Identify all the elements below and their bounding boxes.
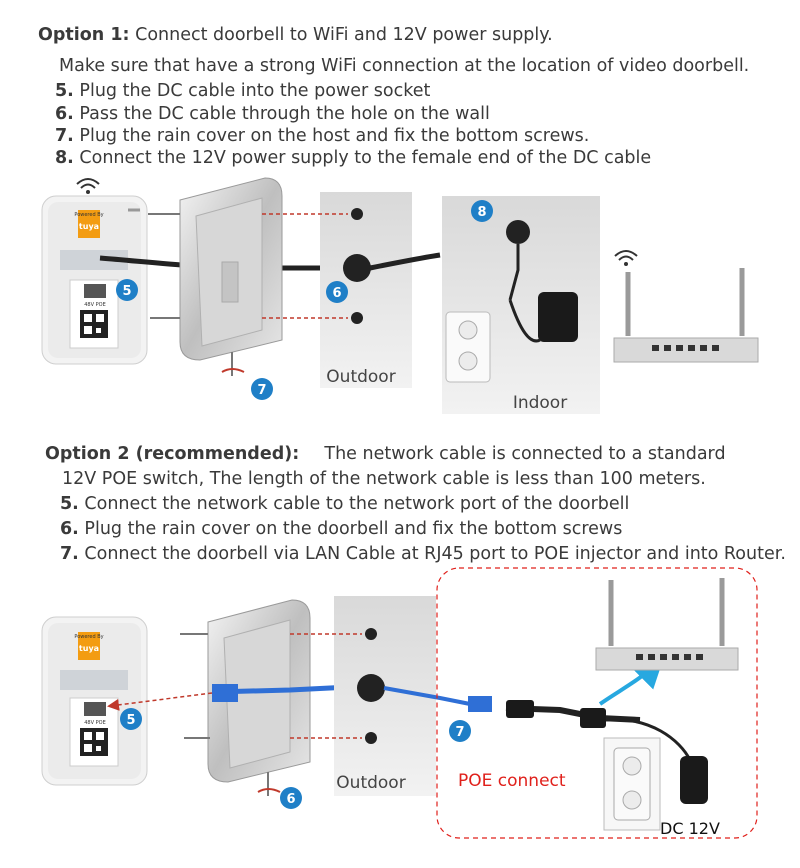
rain-cover-1 (179, 177, 283, 361)
step-text: Pass the DC cable through the hole on th… (79, 104, 490, 124)
outdoor-label: Outdoor (326, 367, 395, 387)
step-text: Plug the rain cover on the doorbell and … (84, 519, 623, 539)
outdoor-label: Outdoor (336, 773, 405, 793)
step-number: 6. (60, 519, 79, 539)
wall-hole-bottom (365, 732, 377, 744)
option1-note: Make sure that have a strong WiFi connec… (59, 56, 750, 76)
step-badge-5: 5 (120, 708, 142, 730)
doorbell-back-2: Powered By tuya 48V POE (41, 616, 148, 786)
brand-name: tuya (79, 644, 99, 653)
step-text: Connect the 12V power supply to the fema… (79, 148, 652, 168)
wifi-icon (76, 178, 100, 194)
option1-step-6: 6. Pass the DC cable through the hole on… (55, 104, 490, 124)
rj45-plug (468, 696, 492, 712)
dc-12v-label: DC 12V (660, 819, 720, 838)
step-text: Plug the rain cover on the host and fix … (79, 126, 590, 146)
wall-hole-bottom (351, 312, 363, 324)
tuya-label (78, 210, 100, 238)
brand-name: tuya (79, 222, 99, 231)
step-number: 7. (60, 544, 79, 564)
svg-text:6: 6 (332, 286, 341, 301)
rj45-port (84, 284, 106, 298)
rj45-plug (212, 684, 238, 702)
step-number: 5. (55, 81, 74, 101)
option2-step-7: 7. Connect the doorbell via LAN Cable at… (60, 544, 786, 564)
port-label: 48V POE (84, 302, 105, 308)
wall-hole-center (357, 674, 385, 702)
rj45-port (84, 702, 106, 716)
poe-group-box (436, 567, 758, 839)
step-badge-6: 6 (326, 281, 348, 303)
indoor-label: Indoor (513, 393, 567, 413)
terminal-block (60, 250, 128, 270)
power-socket-2 (603, 737, 661, 831)
option1-description: Connect doorbell to WiFi and 12V power s… (135, 25, 553, 45)
power-socket (445, 311, 491, 383)
guide-arrow (107, 692, 213, 711)
step-badge-5: 5 (116, 279, 138, 301)
option2-heading-line: Option 2 (recommended): The network cabl… (45, 444, 726, 464)
svg-text:7: 7 (257, 383, 266, 398)
step-text: Plug the DC cable into the power socket (79, 81, 431, 101)
svg-text:8: 8 (477, 205, 486, 220)
wall-hole-center (343, 254, 371, 282)
outdoor-wall-2: Outdoor (334, 596, 436, 796)
svg-text:5: 5 (122, 284, 131, 299)
doorbell-back-1: Powered By tuya 48V POE (41, 195, 148, 365)
adapter-cable (508, 244, 520, 301)
dc-cable-through-wall (369, 252, 441, 271)
wifi-icon (614, 250, 638, 266)
wall-hole-indoor (506, 220, 530, 244)
router-1 (613, 268, 759, 363)
step-text: Connect the doorbell via LAN Cable at RJ… (84, 544, 786, 564)
svg-text:5: 5 (126, 713, 135, 728)
option1-heading-line: Option 1: Connect doorbell to WiFi and 1… (38, 25, 553, 45)
brand-small: Powered By (74, 212, 103, 218)
poe-connect-label: POE connect (458, 771, 566, 791)
option1-step-5: 5. Plug the DC cable into the power sock… (55, 81, 430, 101)
tuya-label (78, 632, 100, 660)
router-2 (595, 578, 739, 671)
step-number: 6. (55, 104, 74, 124)
option1-step-8: 8. Connect the 12V power supply to the f… (55, 148, 651, 168)
rotate-arrow-icon (221, 352, 245, 376)
step-badge-6: 6 (280, 787, 302, 809)
option2-step-5: 5. Connect the network cable to the netw… (60, 494, 629, 514)
rotate-arrow-icon (257, 772, 281, 796)
option2-description: The network cable is connected to a stan… (324, 444, 726, 464)
step-text: Connect the network cable to the network… (84, 494, 630, 514)
power-adapter (538, 292, 578, 342)
step-badge-7: 7 (449, 720, 471, 742)
wall-hole-top (365, 628, 377, 640)
step-number: 8. (55, 148, 74, 168)
brand-small: Powered By (74, 634, 103, 640)
svg-text:6: 6 (286, 792, 295, 807)
poe-injector (505, 700, 692, 761)
port-label: 48V POE (84, 720, 105, 726)
svg-text:7: 7 (455, 725, 464, 740)
step-badge-8: 8 (471, 200, 493, 222)
power-adapter-2 (680, 756, 708, 804)
option2-step-6: 6. Plug the rain cover on the doorbell a… (60, 519, 622, 539)
lan-cable (383, 686, 471, 706)
step-badge-7: 7 (251, 378, 273, 400)
option2-heading: Option 2 (recommended): (45, 444, 300, 464)
step-number: 5. (60, 494, 79, 514)
option2-description-2: 12V POE switch, The length of the networ… (62, 469, 706, 489)
wall-hole-top (351, 208, 363, 220)
option1-step-7: 7. Plug the rain cover on the host and f… (55, 126, 589, 146)
option1-heading: Option 1: (38, 25, 130, 45)
step-number: 7. (55, 126, 74, 146)
